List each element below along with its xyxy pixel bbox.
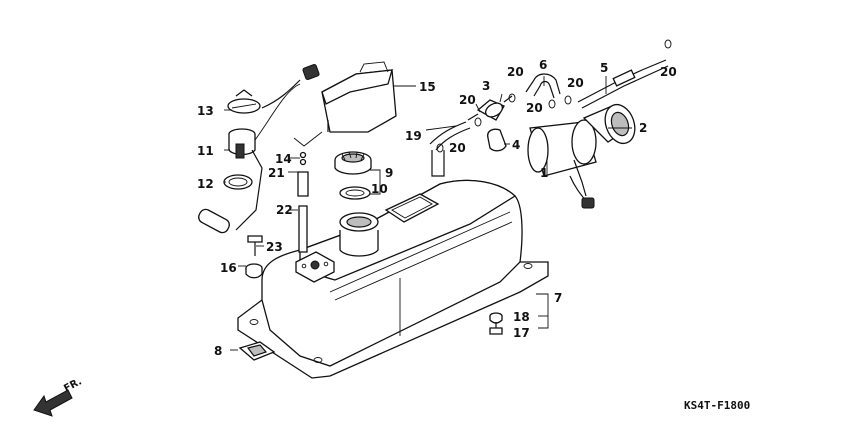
callout-8: 8 <box>214 344 222 358</box>
fuel-pump <box>527 119 597 209</box>
callout-10: 10 <box>371 182 388 196</box>
callout-15: 15 <box>419 80 436 94</box>
vacuum-hose <box>577 59 669 109</box>
callout-23: 23 <box>266 240 283 254</box>
callout-20-e: 20 <box>526 101 543 115</box>
bolt-17 <box>489 322 503 335</box>
callout-21: 21 <box>268 166 285 180</box>
callout-labels: 1 2 3 4 5 6 7 8 9 10 11 12 13 14 15 16 1… <box>197 58 677 358</box>
filler-cap-gasket <box>339 186 371 200</box>
callout-6: 6 <box>539 58 547 72</box>
callout-19: 19 <box>405 129 422 143</box>
joint-hose <box>525 73 561 99</box>
breather-pipe-parts <box>297 151 309 253</box>
callout-14: 14 <box>275 152 292 166</box>
callout-9: 9 <box>385 166 393 180</box>
leader-lines <box>224 76 632 351</box>
callout-17: 17 <box>513 326 530 340</box>
callout-3: 3 <box>482 79 490 93</box>
bolt-23 <box>247 235 263 256</box>
grommet-16 <box>245 263 263 279</box>
callout-12: 12 <box>197 177 214 191</box>
callout-5: 5 <box>600 61 608 75</box>
pump-cover <box>582 103 636 145</box>
callout-20-c: 20 <box>507 65 524 79</box>
callout-20-a: 20 <box>459 93 476 107</box>
callout-18: 18 <box>513 310 530 324</box>
sender-seal <box>223 174 253 190</box>
callout-2: 2 <box>639 121 647 135</box>
callout-13: 13 <box>197 104 214 118</box>
tank-cover <box>321 61 397 133</box>
front-direction-arrow: FR. <box>33 376 84 417</box>
front-direction-label: FR. <box>62 376 84 394</box>
diagram-code: KS4T-F1800 <box>684 399 750 412</box>
callout-7: 7 <box>554 291 562 305</box>
callout-20-b: 20 <box>449 141 466 155</box>
filler-cap <box>334 151 372 175</box>
fuel-filter <box>467 95 513 121</box>
grommet-18 <box>489 312 503 324</box>
fuel-pump-holder <box>487 128 507 152</box>
fuel-gauge-sender <box>198 83 301 234</box>
fuel-tank <box>237 150 549 379</box>
callout-4: 4 <box>512 138 520 152</box>
hose-clips <box>436 39 672 153</box>
callout-1: 1 <box>540 166 548 180</box>
callout-20-f: 20 <box>660 65 677 79</box>
callout-20-d: 20 <box>567 76 584 90</box>
sender-wire-connector <box>261 64 320 109</box>
callout-11: 11 <box>197 144 214 158</box>
lock-ring <box>227 89 261 114</box>
callout-22: 22 <box>276 203 293 217</box>
callout-16: 16 <box>220 261 237 275</box>
fuel-hose <box>429 121 471 151</box>
rubber-mount-8 <box>238 341 276 361</box>
